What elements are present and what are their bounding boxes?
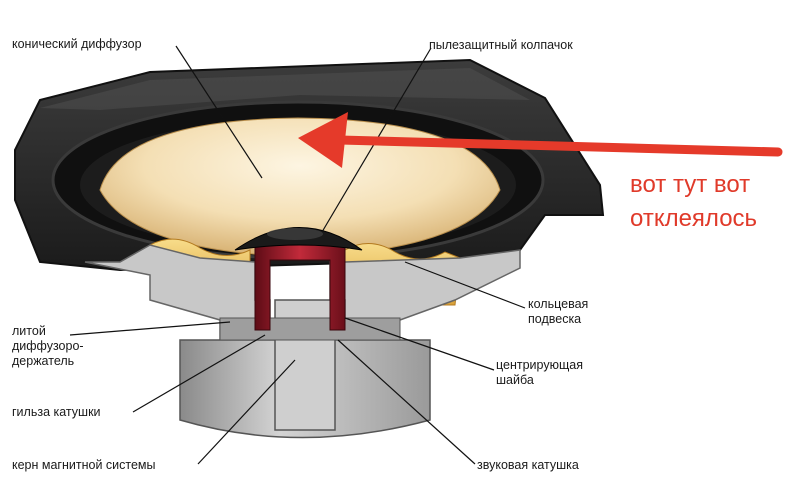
dust-cap-highlight (267, 228, 323, 240)
annotation-text: вот тут вот отклеялось (630, 171, 758, 232)
label-pole: керн магнитной системы (12, 458, 156, 472)
top-plate (219, 317, 401, 341)
cone (99, 117, 501, 256)
label-surround: кольцевая подвеска (528, 297, 589, 326)
leader-surround (404, 261, 526, 309)
label-dust-cap: пылезащитный колпачок (429, 38, 573, 52)
leader-pole (197, 359, 296, 465)
annotation-arrow (298, 112, 783, 168)
leader-lines (69, 45, 526, 465)
label-cone: конический диффузор (12, 37, 142, 51)
leader-cone (175, 45, 263, 179)
leader-basket (69, 321, 231, 336)
label-voice-coil: звуковая катушка (477, 458, 579, 472)
label-former: гильза катушки (12, 405, 101, 419)
leader-coil (337, 339, 476, 465)
voice-coil-former (254, 239, 346, 331)
leader-spider (344, 317, 495, 371)
label-basket: литой диффузоро- держатель (12, 324, 84, 368)
label-spider: центрирующая шайба (496, 358, 583, 387)
leader-former (132, 334, 266, 413)
frame-highlight (40, 68, 530, 110)
